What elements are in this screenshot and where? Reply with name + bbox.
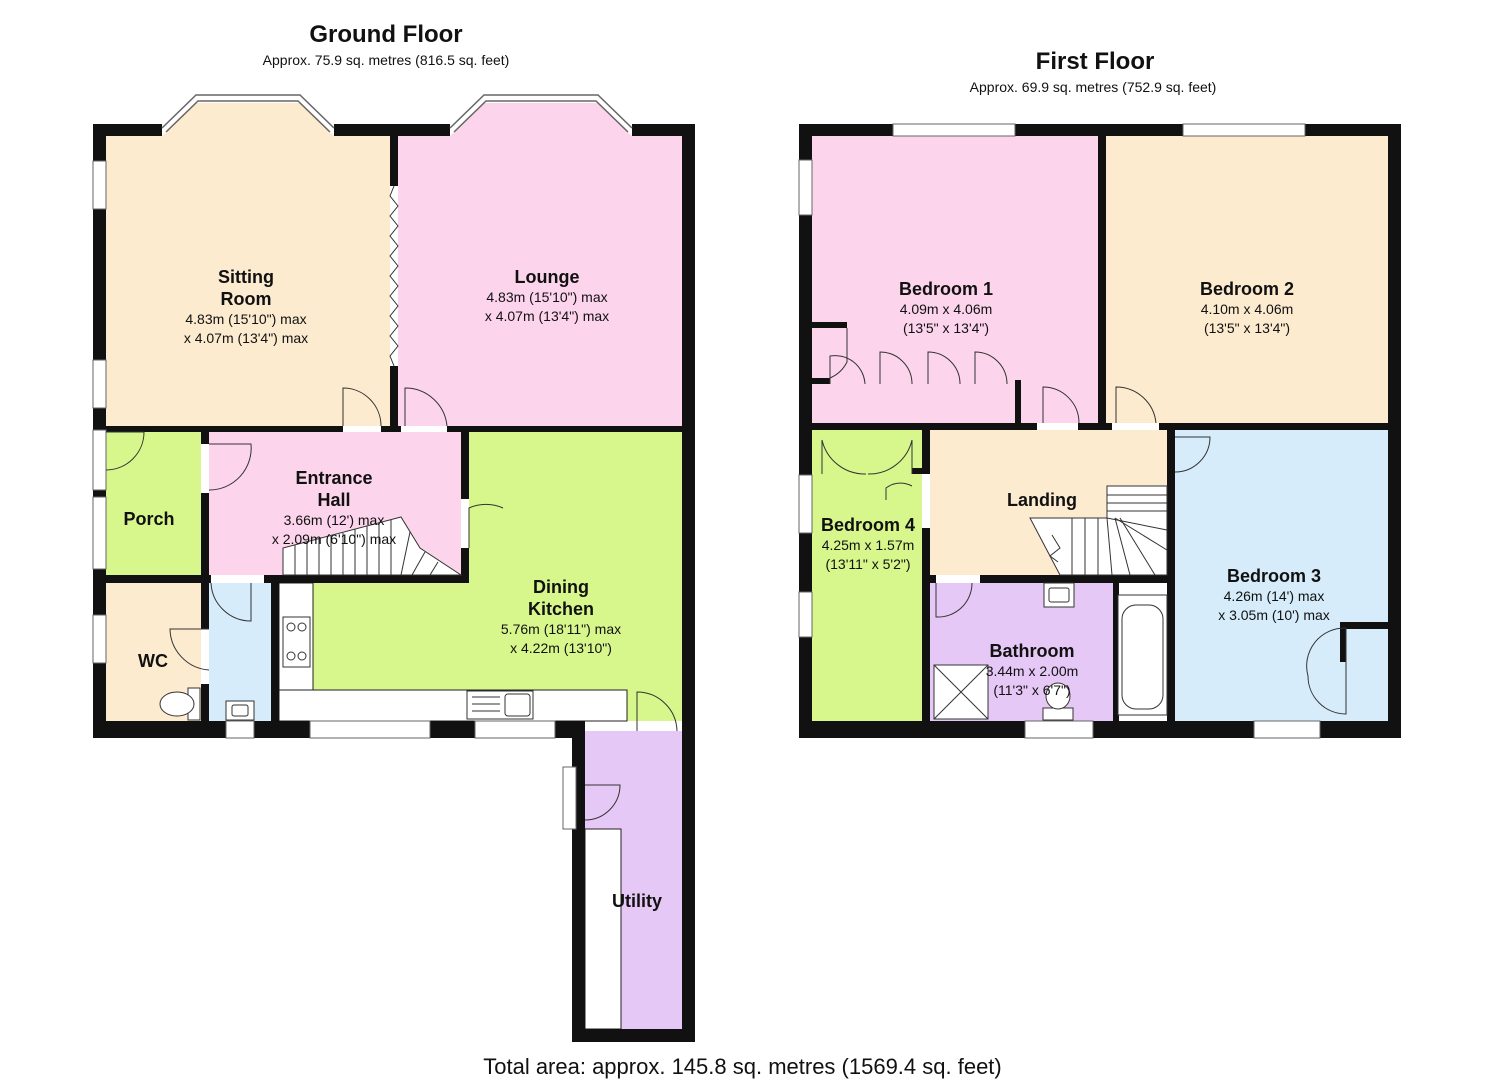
entrance-hall-dim-2: x 2.09m (6'10") max: [271, 531, 397, 547]
wc-name: WC: [138, 651, 168, 671]
sitting-room-dim-1: 4.83m (15'10") max: [185, 311, 307, 327]
first-floor-walls: [799, 124, 1401, 738]
sitting-room-name-2: Room: [220, 289, 272, 309]
bedroom-4-fill: [812, 430, 922, 721]
bedroom-2-name: Bedroom 2: [1199, 279, 1295, 299]
bedroom-1-label: Bedroom 1 4.09m x 4.06m (13'5" x 13'4"): [846, 278, 1046, 338]
dining-kitchen-dim-1: 5.76m (18'11") max: [500, 621, 622, 637]
wc-label: WC: [120, 650, 186, 672]
bedroom-2-fill: [1106, 136, 1388, 423]
first-floor-doors: [821, 328, 1347, 715]
bedroom-1-dim-2: (13'5" x 13'4"): [902, 320, 990, 336]
bedroom-3-dim-1: 4.26m (14') max: [1223, 588, 1325, 604]
kitchen-fixtures: [159, 616, 534, 721]
sitting-room-name-1: Sitting: [218, 267, 274, 287]
porch-name: Porch: [123, 509, 175, 529]
bedroom-2-dim-1: 4.10m x 4.06m: [1200, 301, 1294, 317]
lounge-fill: [398, 136, 682, 426]
bedroom-3-fill: [1175, 430, 1388, 721]
bathroom-label: Bathroom 3.44m x 2.00m (11'3" x 6'7"): [962, 640, 1102, 700]
bedroom-3-name: Bedroom 3: [1226, 566, 1322, 586]
sitting-room-label: Sitting Room 4.83m (15'10") max x 4.07m …: [146, 266, 346, 348]
toilet-upstairs-icon: [1042, 707, 1074, 721]
utility-name: Utility: [611, 891, 662, 911]
utility-label: Utility: [596, 890, 678, 912]
bedroom-1-fill: [812, 136, 1098, 423]
bedroom-4-name: Bedroom 4: [820, 515, 916, 535]
sitting-room-dim-2: x 4.07m (13'4") max: [183, 330, 309, 346]
entrance-hall-label: Entrance Hall 3.66m (12') max x 2.09m (6…: [234, 467, 434, 549]
ground-floor-walls: [93, 124, 695, 1042]
bathroom-name: Bathroom: [989, 641, 1075, 661]
kitchen-worktop-bottom: [278, 689, 628, 722]
bedroom-4-dim-1: 4.25m x 1.57m: [821, 537, 915, 553]
bedroom-2-label: Bedroom 2 4.10m x 4.06m (13'5" x 13'4"): [1147, 278, 1347, 338]
bathroom-dim-2: (11'3" x 6'7"): [993, 682, 1071, 698]
first-floor-area: Approx. 69.9 sq. metres (752.9 sq. feet): [969, 79, 1217, 95]
ground-floor-title: Ground Floor: [309, 21, 463, 48]
lounge-dim-2: x 4.07m (13'4") max: [484, 308, 610, 324]
first-floor-rooms: [812, 136, 1388, 721]
bedroom-3-dim-2: x 3.05m (10') max: [1218, 607, 1330, 623]
bedroom-1-dim-1: 4.09m x 4.06m: [899, 301, 993, 317]
bedroom-3-label: Bedroom 3 4.26m (14') max x 3.05m (10') …: [1174, 565, 1374, 625]
lounge-dim-1: 4.83m (15'10") max: [486, 289, 608, 305]
entrance-hall-name-2: Hall: [317, 490, 351, 510]
lounge-name: Lounge: [514, 267, 580, 287]
first-floor-title: First Floor: [1035, 48, 1155, 75]
landing-name: Landing: [1007, 490, 1077, 510]
bedroom-2-dim-2: (13'5" x 13'4"): [1203, 320, 1291, 336]
landing-label: Landing: [982, 489, 1102, 511]
lounge-label: Lounge 4.83m (15'10") max x 4.07m (13'4"…: [447, 266, 647, 326]
ground-floor-area: Approx. 75.9 sq. metres (816.5 sq. feet): [262, 52, 510, 68]
bedroom-4-label: Bedroom 4 4.25m x 1.57m (13'11" x 5'2"): [806, 514, 930, 574]
bifold-door: [389, 185, 399, 367]
dining-kitchen-label: Dining Kitchen 5.76m (18'11") max x 4.22…: [461, 576, 661, 658]
sitting-room-fill: [106, 136, 390, 426]
first-staircase: [1029, 485, 1168, 576]
first-floor-windows: [798, 123, 1321, 739]
sitting-room-bay-fill: [162, 103, 334, 136]
utility-worktop: [584, 828, 622, 1030]
entrance-hall-name-1: Entrance: [295, 468, 373, 488]
entrance-hall-dim-1: 3.66m (12') max: [283, 512, 385, 528]
ground-staircase: [282, 516, 463, 576]
hob-icon: [282, 616, 311, 668]
ground-floor-bay-windows: [161, 94, 633, 133]
bedroom-4-dim-2: (13'11" x 5'2"): [825, 556, 911, 572]
bathroom-dim-1: 3.44m x 2.00m: [985, 663, 1079, 679]
bathroom-fixtures: [933, 582, 1168, 721]
porch-fill: [106, 432, 201, 575]
ground-floor-doors: [105, 387, 678, 821]
ground-floor-windows: [92, 160, 577, 830]
dining-kitchen-fill: [313, 432, 682, 721]
dining-kitchen-name-2: Kitchen: [527, 599, 594, 619]
dining-kitchen-dim-2: x 4.22m (13'10"): [510, 640, 612, 656]
bedroom-1-name: Bedroom 1: [898, 279, 994, 299]
porch-label: Porch: [104, 508, 194, 530]
lounge-bay-fill: [450, 103, 632, 136]
total-area: Total area: approx. 145.8 sq. metres (15…: [483, 1054, 1002, 1079]
dining-kitchen-name-1: Dining: [533, 577, 589, 597]
